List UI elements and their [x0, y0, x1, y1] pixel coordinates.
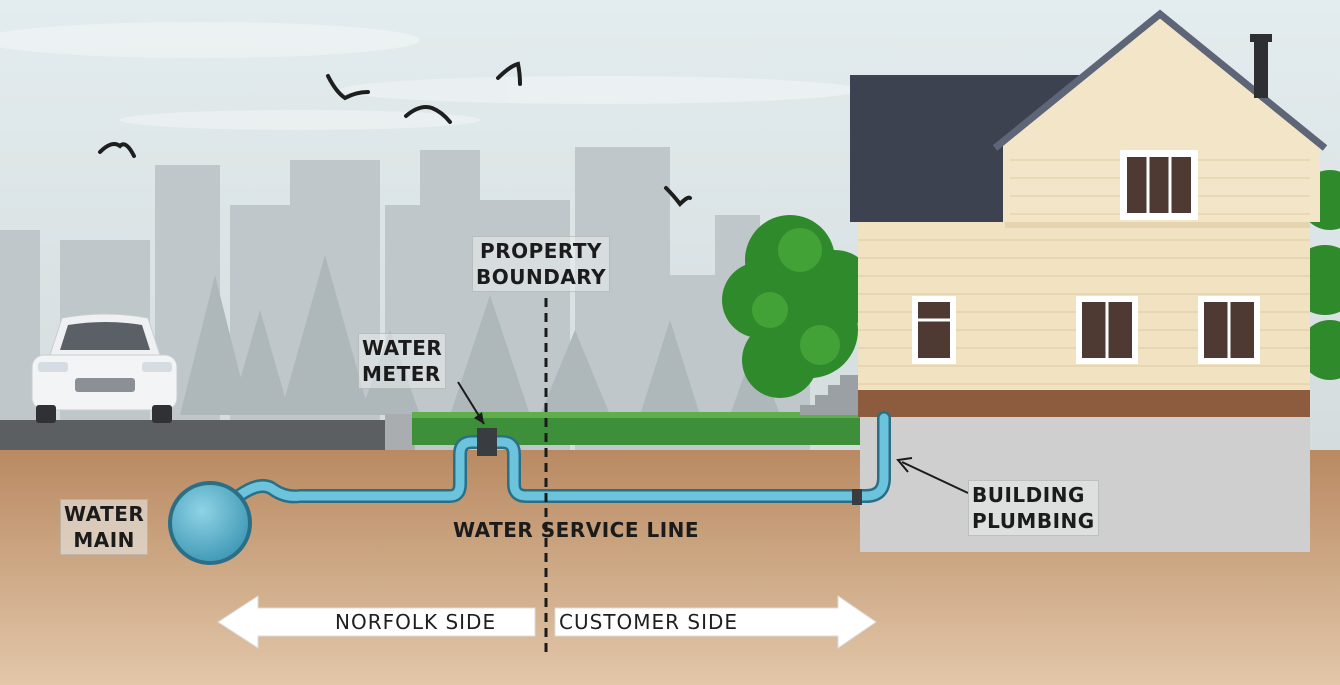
- customer-side-label: CUSTOMER SIDE: [556, 609, 742, 635]
- water-main-label-line-2: MAIN: [73, 528, 135, 552]
- water-meter-device: [477, 428, 497, 456]
- road: [0, 420, 400, 450]
- property-boundary-label-line-2: BOUNDARY: [476, 265, 607, 289]
- gable: [1003, 18, 1320, 222]
- norfolk-side-label: NORFOLK SIDE: [332, 609, 500, 635]
- house-base: [858, 390, 1310, 417]
- property-boundary-label: PROPERTY BOUNDARY: [472, 236, 611, 292]
- plumbing-leader: [901, 461, 969, 494]
- water-main-label-line-1: WATER: [64, 502, 145, 526]
- birds: [98, 61, 692, 208]
- curb: [385, 414, 415, 450]
- water-meter-label-line-2: METER: [362, 362, 441, 386]
- house: [850, 9, 1328, 417]
- car-illustration: [31, 313, 178, 423]
- pipe-coupling: [852, 489, 862, 505]
- water-service-line-label: WATER SERVICE LINE: [453, 518, 700, 542]
- property-boundary-label-line-1: PROPERTY: [480, 239, 603, 263]
- background-trees: [180, 255, 780, 415]
- chimney: [1254, 40, 1268, 98]
- clouds: [0, 22, 860, 130]
- water-meter-label: WATER METER: [358, 333, 447, 389]
- roof-edge: [992, 9, 1328, 151]
- windows: [912, 150, 1260, 364]
- water-meter-label-line-1: WATER: [362, 336, 443, 360]
- water-main-label: WATER MAIN: [60, 499, 149, 555]
- building-plumbing-label-line-1: BUILDING: [972, 483, 1085, 507]
- building-plumbing-label-line-2: PLUMBING: [972, 509, 1095, 533]
- steps: [800, 375, 862, 415]
- building-plumbing-label: BUILDING PLUMBING: [968, 480, 1099, 536]
- water-main-pipe: [168, 481, 252, 565]
- water-service-pipe: [235, 413, 889, 501]
